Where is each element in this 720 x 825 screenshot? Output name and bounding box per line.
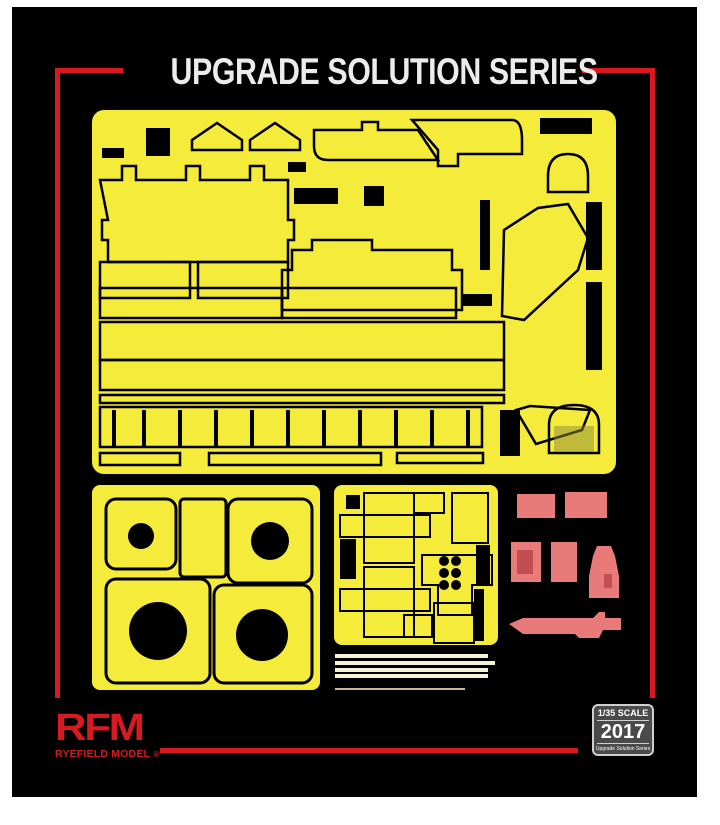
gasket-photo-etch-fret <box>92 485 320 690</box>
small-fret-drawing <box>339 492 493 644</box>
year-label: 2017 <box>597 720 649 744</box>
main-fret-parts-drawing <box>98 118 602 467</box>
resin-machine-gun <box>509 612 621 638</box>
page-title: UPGRADE SOLUTION SERIES <box>170 51 599 92</box>
resin-lid <box>551 542 577 582</box>
brand-logo: RFM RYEFIELD MODEL ® <box>55 709 159 760</box>
main-photo-etch-fret <box>92 110 616 474</box>
frame-left-line <box>55 68 60 698</box>
plastic-rod-2 <box>335 661 495 665</box>
frame-bottom-line <box>160 748 578 753</box>
frame-top-left-segment <box>55 68 123 73</box>
resin-parts <box>509 492 621 638</box>
frame-top-right-segment <box>582 68 655 73</box>
brand-name-text: RYEFIELD MODEL <box>55 748 150 760</box>
resin-ammo-box-open <box>565 492 607 518</box>
resin-ammo-box <box>517 494 555 518</box>
gasket-fret-drawing <box>104 497 314 685</box>
scale-badge: 1/35 SCALE 2017 Upgrade Solution Series <box>592 704 654 756</box>
logo-mark: RFM <box>55 707 145 749</box>
series-label: Upgrade Solution Series <box>595 746 651 752</box>
plastic-rod-thin <box>335 688 465 690</box>
resin-housing <box>589 546 619 598</box>
frame-right-line <box>650 68 655 698</box>
scale-label: 1/35 SCALE <box>597 708 649 718</box>
plastic-rod-3 <box>335 668 488 672</box>
plastic-rod-4 <box>335 674 488 678</box>
brand-name: RYEFIELD MODEL ® <box>55 748 159 760</box>
registered-icon: ® <box>153 750 160 759</box>
plastic-rod-1 <box>335 654 488 658</box>
small-photo-etch-fret <box>334 485 498 645</box>
